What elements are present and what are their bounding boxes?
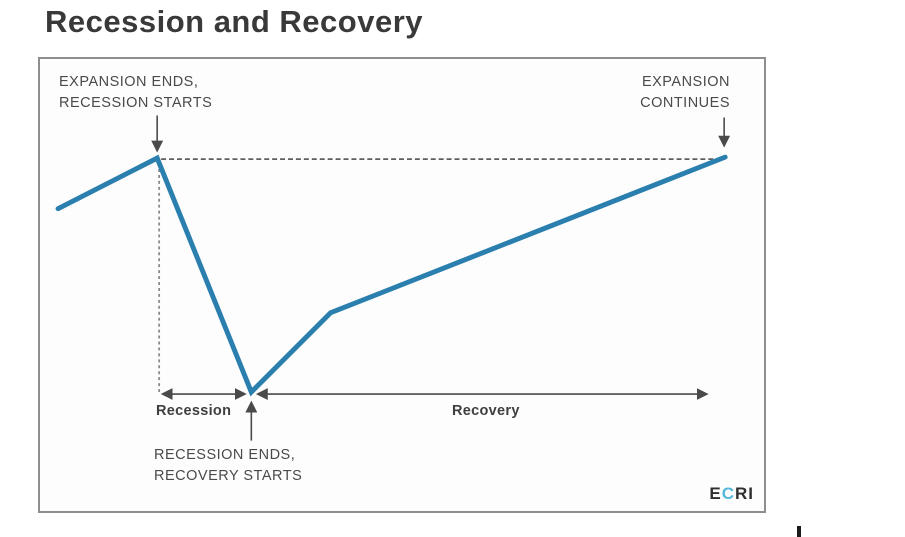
label-line: RECESSION STARTS: [59, 95, 213, 111]
stray-crop-mark: [797, 526, 801, 537]
recession-phase-label: Recession: [156, 403, 232, 419]
ecri-logo: ECRI: [709, 484, 754, 504]
ecri-logo-e: E: [709, 484, 722, 503]
chart-frame: EXPANSION ENDS, RECESSION STARTS EXPANSI…: [38, 57, 766, 513]
recovery-phase-label: Recovery: [452, 403, 520, 419]
label-line: RECOVERY STARTS: [154, 468, 303, 484]
label-line: EXPANSION ENDS,: [59, 74, 199, 90]
ecri-logo-c: C: [721, 484, 735, 503]
recession-recovery-chart: [55, 115, 731, 441]
page-title: Recession and Recovery: [45, 4, 424, 39]
label-expansion-continues: EXPANSION CONTINUES: [640, 72, 730, 114]
label-line: CONTINUES: [640, 95, 730, 111]
label-expansion-ends-recession-starts: EXPANSION ENDS, RECESSION STARTS: [59, 72, 212, 114]
label-recession-ends-recovery-starts: RECESSION ENDS, RECOVERY STARTS: [154, 445, 302, 487]
label-line: EXPANSION: [641, 74, 730, 90]
label-line: RECESSION ENDS,: [154, 447, 296, 463]
economic-activity-line: [55, 154, 728, 397]
ecri-logo-ri: RI: [735, 484, 754, 503]
